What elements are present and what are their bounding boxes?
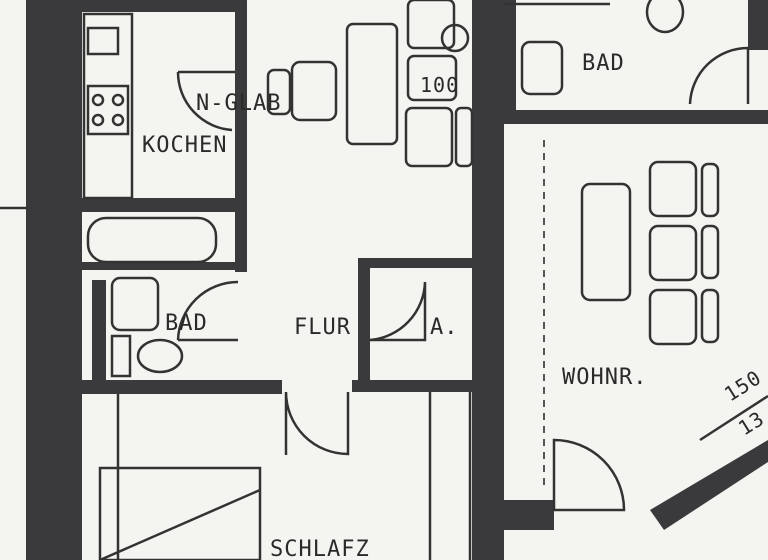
armchair-3	[648, 288, 698, 346]
bath-right-door	[688, 46, 750, 105]
washbasin	[110, 276, 160, 332]
hall-label: FLUR	[294, 315, 351, 340]
kitchen-bottom-wall	[82, 198, 247, 212]
chair-3	[406, 54, 458, 102]
bathroom-left-fixtures	[86, 216, 239, 378]
bed	[98, 466, 262, 560]
walls	[26, 0, 768, 560]
dining-set: 100	[266, 0, 474, 168]
kitchen-door-swing	[176, 70, 235, 132]
bedroom-fixtures	[98, 394, 262, 560]
living-room-fixtures: 150 13	[543, 140, 768, 512]
niche-label: N-GLAB	[196, 91, 281, 116]
burner-1	[91, 93, 105, 107]
kitchen-fixtures	[82, 12, 235, 200]
stove	[86, 84, 130, 136]
side-cushion-2	[700, 224, 720, 280]
burner-4	[111, 113, 125, 127]
chair-5	[454, 106, 474, 168]
bath-door-swing	[176, 280, 239, 342]
sink	[86, 26, 120, 56]
living-bottom-wall	[504, 500, 554, 530]
sofa	[580, 182, 632, 302]
bathroom-right-fixtures	[504, 0, 750, 105]
chair-2	[266, 68, 292, 116]
side-cushion-3	[700, 288, 720, 344]
bedroom-label: SCHLAFZ	[270, 537, 370, 560]
closet-top-wall	[358, 258, 472, 268]
right-corner-wall	[748, 0, 768, 50]
hall-fixtures	[284, 281, 472, 560]
lamp-marker	[440, 23, 470, 53]
hall-door-swing	[284, 391, 350, 456]
burner-2	[111, 93, 125, 107]
right-top-wall	[504, 110, 768, 124]
right-bath-wall	[504, 0, 516, 110]
dim-line	[699, 394, 768, 442]
closet-door-swing	[369, 281, 427, 342]
diagonal-wall	[650, 440, 768, 530]
dimension-13: 13	[734, 406, 768, 440]
bath-right-label: BAD	[582, 51, 625, 76]
bath-left-label: BAD	[165, 311, 208, 336]
dining-table	[345, 22, 399, 146]
table-100	[406, 0, 456, 50]
washbasin-right	[520, 40, 564, 96]
bath-left-wall	[92, 280, 106, 385]
bathtub	[86, 216, 218, 264]
toilet-tank	[110, 334, 132, 378]
chair-1	[290, 60, 338, 122]
kitchen-label: KOCHEN	[142, 133, 227, 158]
bath-top-wall	[82, 262, 247, 270]
side-cushion-1	[700, 162, 720, 218]
bed-cover	[99, 488, 261, 560]
bath-right-wall	[235, 212, 247, 272]
room-labels: KOCHEN N-GLAB BAD FLUR A. SCHLAFZ BAD WO…	[142, 51, 647, 560]
table-dimension-label: 100	[420, 73, 459, 97]
toilet-bowl	[136, 338, 184, 374]
burner-3	[91, 113, 105, 127]
closet-left-wall	[358, 258, 370, 386]
living-door-swing	[552, 438, 626, 512]
closet-label: A.	[430, 315, 459, 340]
chair-4	[404, 106, 454, 168]
bath-bottom-wall	[82, 380, 282, 394]
center-party-wall	[472, 0, 504, 560]
top-left-wall	[82, 0, 247, 12]
kitchen-right-wall	[235, 0, 247, 200]
living-label: WOHNR.	[562, 365, 647, 390]
left-outer-wall	[26, 0, 82, 560]
armchair-2	[648, 224, 698, 282]
closet-bottom-wall	[352, 380, 472, 392]
dimension-150: 150	[720, 365, 766, 406]
toilet-right	[645, 0, 685, 34]
armchair-1	[648, 160, 698, 218]
